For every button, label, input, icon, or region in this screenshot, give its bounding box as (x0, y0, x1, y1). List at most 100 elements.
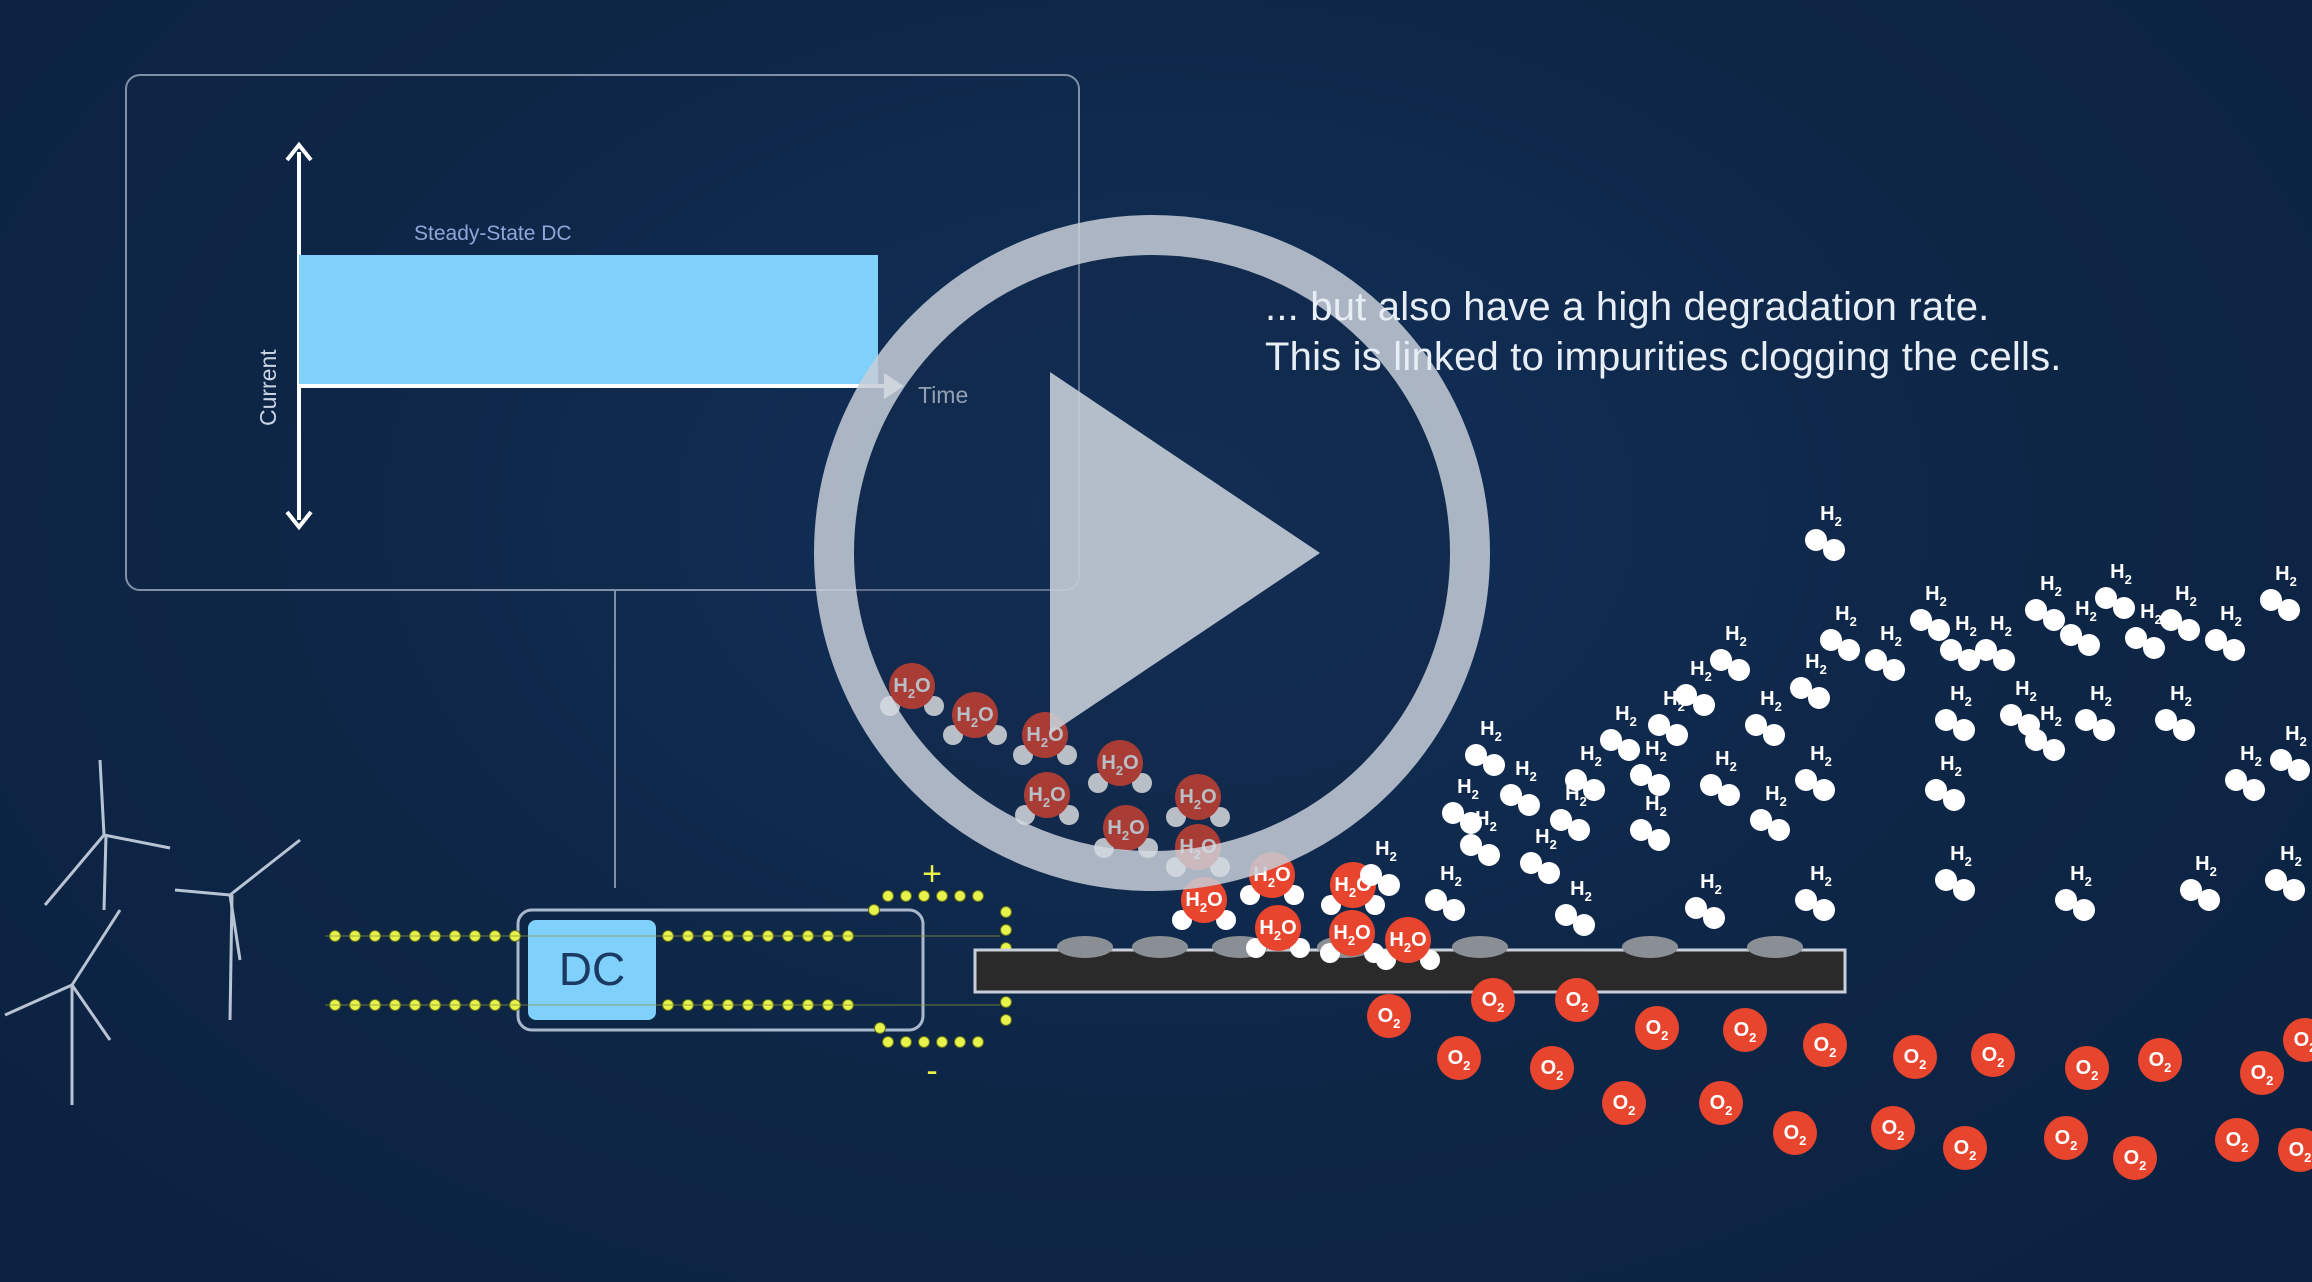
molecule-label: O2 (2076, 1057, 2099, 1083)
dc-box (528, 920, 656, 1020)
oxygen-molecule: O2 (1602, 1081, 1646, 1125)
molecule-label: H2O (1259, 917, 1296, 943)
hydrogen-molecule: H2 (1795, 863, 1835, 921)
oxygen-molecule: O2 (1773, 1111, 1817, 1155)
water-molecule: H2O (1172, 877, 1236, 930)
hydrogen-molecule: H2 (1685, 871, 1725, 929)
molecule-label: H2 (2110, 561, 2132, 587)
molecule-label: H2O (893, 675, 930, 701)
water-molecule: H2O (1166, 774, 1230, 827)
wire-dot (918, 1036, 930, 1048)
wire-dot (936, 1036, 948, 1048)
x-axis-label: Time (918, 382, 968, 408)
impurity-blob (1747, 936, 1803, 958)
hydrogen-molecule: H2 (2025, 573, 2065, 631)
wire-dot (1000, 996, 1012, 1008)
hydrogen-molecule: H2 (1805, 503, 1845, 561)
hydrogen-molecule: H2 (2155, 683, 2195, 741)
molecule-label: O2 (2294, 1029, 2312, 1055)
hydrogen-molecule: H2 (1555, 878, 1595, 936)
molecule-label: O2 (2289, 1139, 2312, 1165)
molecule-label: H2 (1725, 623, 1747, 649)
hydrogen-molecule: H2 (2225, 743, 2265, 801)
molecule-label: O2 (1814, 1034, 1837, 1060)
oxygen-molecule: O2 (1555, 978, 1599, 1022)
molecule-label: O2 (1613, 1092, 1636, 1118)
molecule-label: H2 (1760, 688, 1782, 714)
oxygen-molecule: O2 (1803, 1023, 1847, 1067)
wire-dot (900, 1036, 912, 1048)
oxygen-molecule: O2 (2044, 1116, 2088, 1160)
molecule-label: O2 (2226, 1129, 2249, 1155)
molecule-label: H2 (1440, 863, 1462, 889)
molecule-label: H2O (1107, 817, 1144, 843)
molecule-label: O2 (1734, 1019, 1757, 1045)
molecule-label: H2 (2070, 863, 2092, 889)
molecule-label: H2 (1645, 793, 1667, 819)
molecule-label: O2 (1646, 1017, 1669, 1043)
hydrogen-molecule: H2 (2000, 678, 2040, 736)
molecule-label: H2 (1580, 743, 1602, 769)
molecule-label: H2 (1950, 843, 1972, 869)
hydrogen-molecule: H2 (1520, 826, 1560, 884)
wire-dot (882, 1036, 894, 1048)
molecule-label: O2 (1541, 1057, 1564, 1083)
chart-panel (125, 74, 1080, 591)
minus-terminal: - (926, 1052, 937, 1090)
water-molecule: H2O (1015, 772, 1079, 825)
molecule-label: H2 (1805, 651, 1827, 677)
molecule-label: H2 (1535, 826, 1557, 852)
molecule-label: H2 (1480, 718, 1502, 744)
molecule-label: H2O (1333, 922, 1370, 948)
molecule-label: O2 (1448, 1047, 1471, 1073)
wire-dot (868, 904, 880, 916)
wire-dot (1000, 1014, 1012, 1026)
play-button[interactable] (814, 215, 1490, 891)
molecule-label: H2 (1375, 838, 1397, 864)
hydrogen-molecule: H2 (1910, 583, 1950, 641)
molecule-label: H2 (1835, 603, 1857, 629)
molecule-label: H2 (1615, 703, 1637, 729)
molecule-label: H2O (1101, 752, 1138, 778)
hydrogen-molecule: H2 (2180, 853, 2220, 911)
molecule-label: H2 (1810, 863, 1832, 889)
hydrogen-molecule: H2 (2095, 561, 2135, 619)
oxygen-molecule: O2 (1635, 1006, 1679, 1050)
molecule-label: H2 (2240, 743, 2262, 769)
dc-label: DC (559, 943, 625, 995)
hydrogen-molecule: H2 (1750, 783, 1790, 841)
water-molecule: H2O (1246, 905, 1310, 958)
wire-dot (936, 890, 948, 902)
hydrogen-molecule: H2 (1465, 718, 1505, 776)
oxygen-molecule: O2 (2283, 1018, 2312, 1062)
hydrogen-molecule: H2 (2160, 583, 2200, 641)
dc-housing (516, 908, 925, 1032)
hydrogen-molecule: H2 (1360, 838, 1400, 896)
oxygen-molecule: O2 (1471, 978, 1515, 1022)
molecule-label: H2O (1185, 889, 1222, 915)
play-icon[interactable] (1050, 372, 1320, 734)
oxygen-molecule: O2 (1699, 1081, 1743, 1125)
hydrogen-molecule: H2 (2025, 703, 2065, 761)
hydrogen-molecule: H2 (1865, 623, 1905, 681)
molecule-label: H2 (1765, 783, 1787, 809)
oxygen-molecule: O2 (1893, 1035, 1937, 1079)
hydrogen-molecule: H2 (1935, 843, 1975, 901)
hydrogen-molecule: H2 (2260, 563, 2300, 621)
series-label: Steady-State DC (414, 222, 572, 245)
impurity-blob (1132, 936, 1188, 958)
molecule-label: H2 (2195, 853, 2217, 879)
molecule-label: H2O (1028, 784, 1065, 810)
impurity-blob (1452, 936, 1508, 958)
molecule-label: H2 (1810, 743, 1832, 769)
hydrogen-molecule: H2 (1460, 808, 1500, 866)
water-molecule: H2O (1320, 910, 1384, 963)
hydrogen-molecule: H2 (1500, 758, 1540, 816)
oxygen-molecules: O2O2O2O2O2O2O2O2O2O2O2O2O2O2O2O2O2O2O2O2… (1367, 978, 2312, 1180)
molecule-label: H2 (2090, 683, 2112, 709)
water-molecule: H2O (1376, 917, 1440, 970)
oxygen-molecule: O2 (1530, 1046, 1574, 1090)
molecule-label: O2 (1904, 1046, 1927, 1072)
